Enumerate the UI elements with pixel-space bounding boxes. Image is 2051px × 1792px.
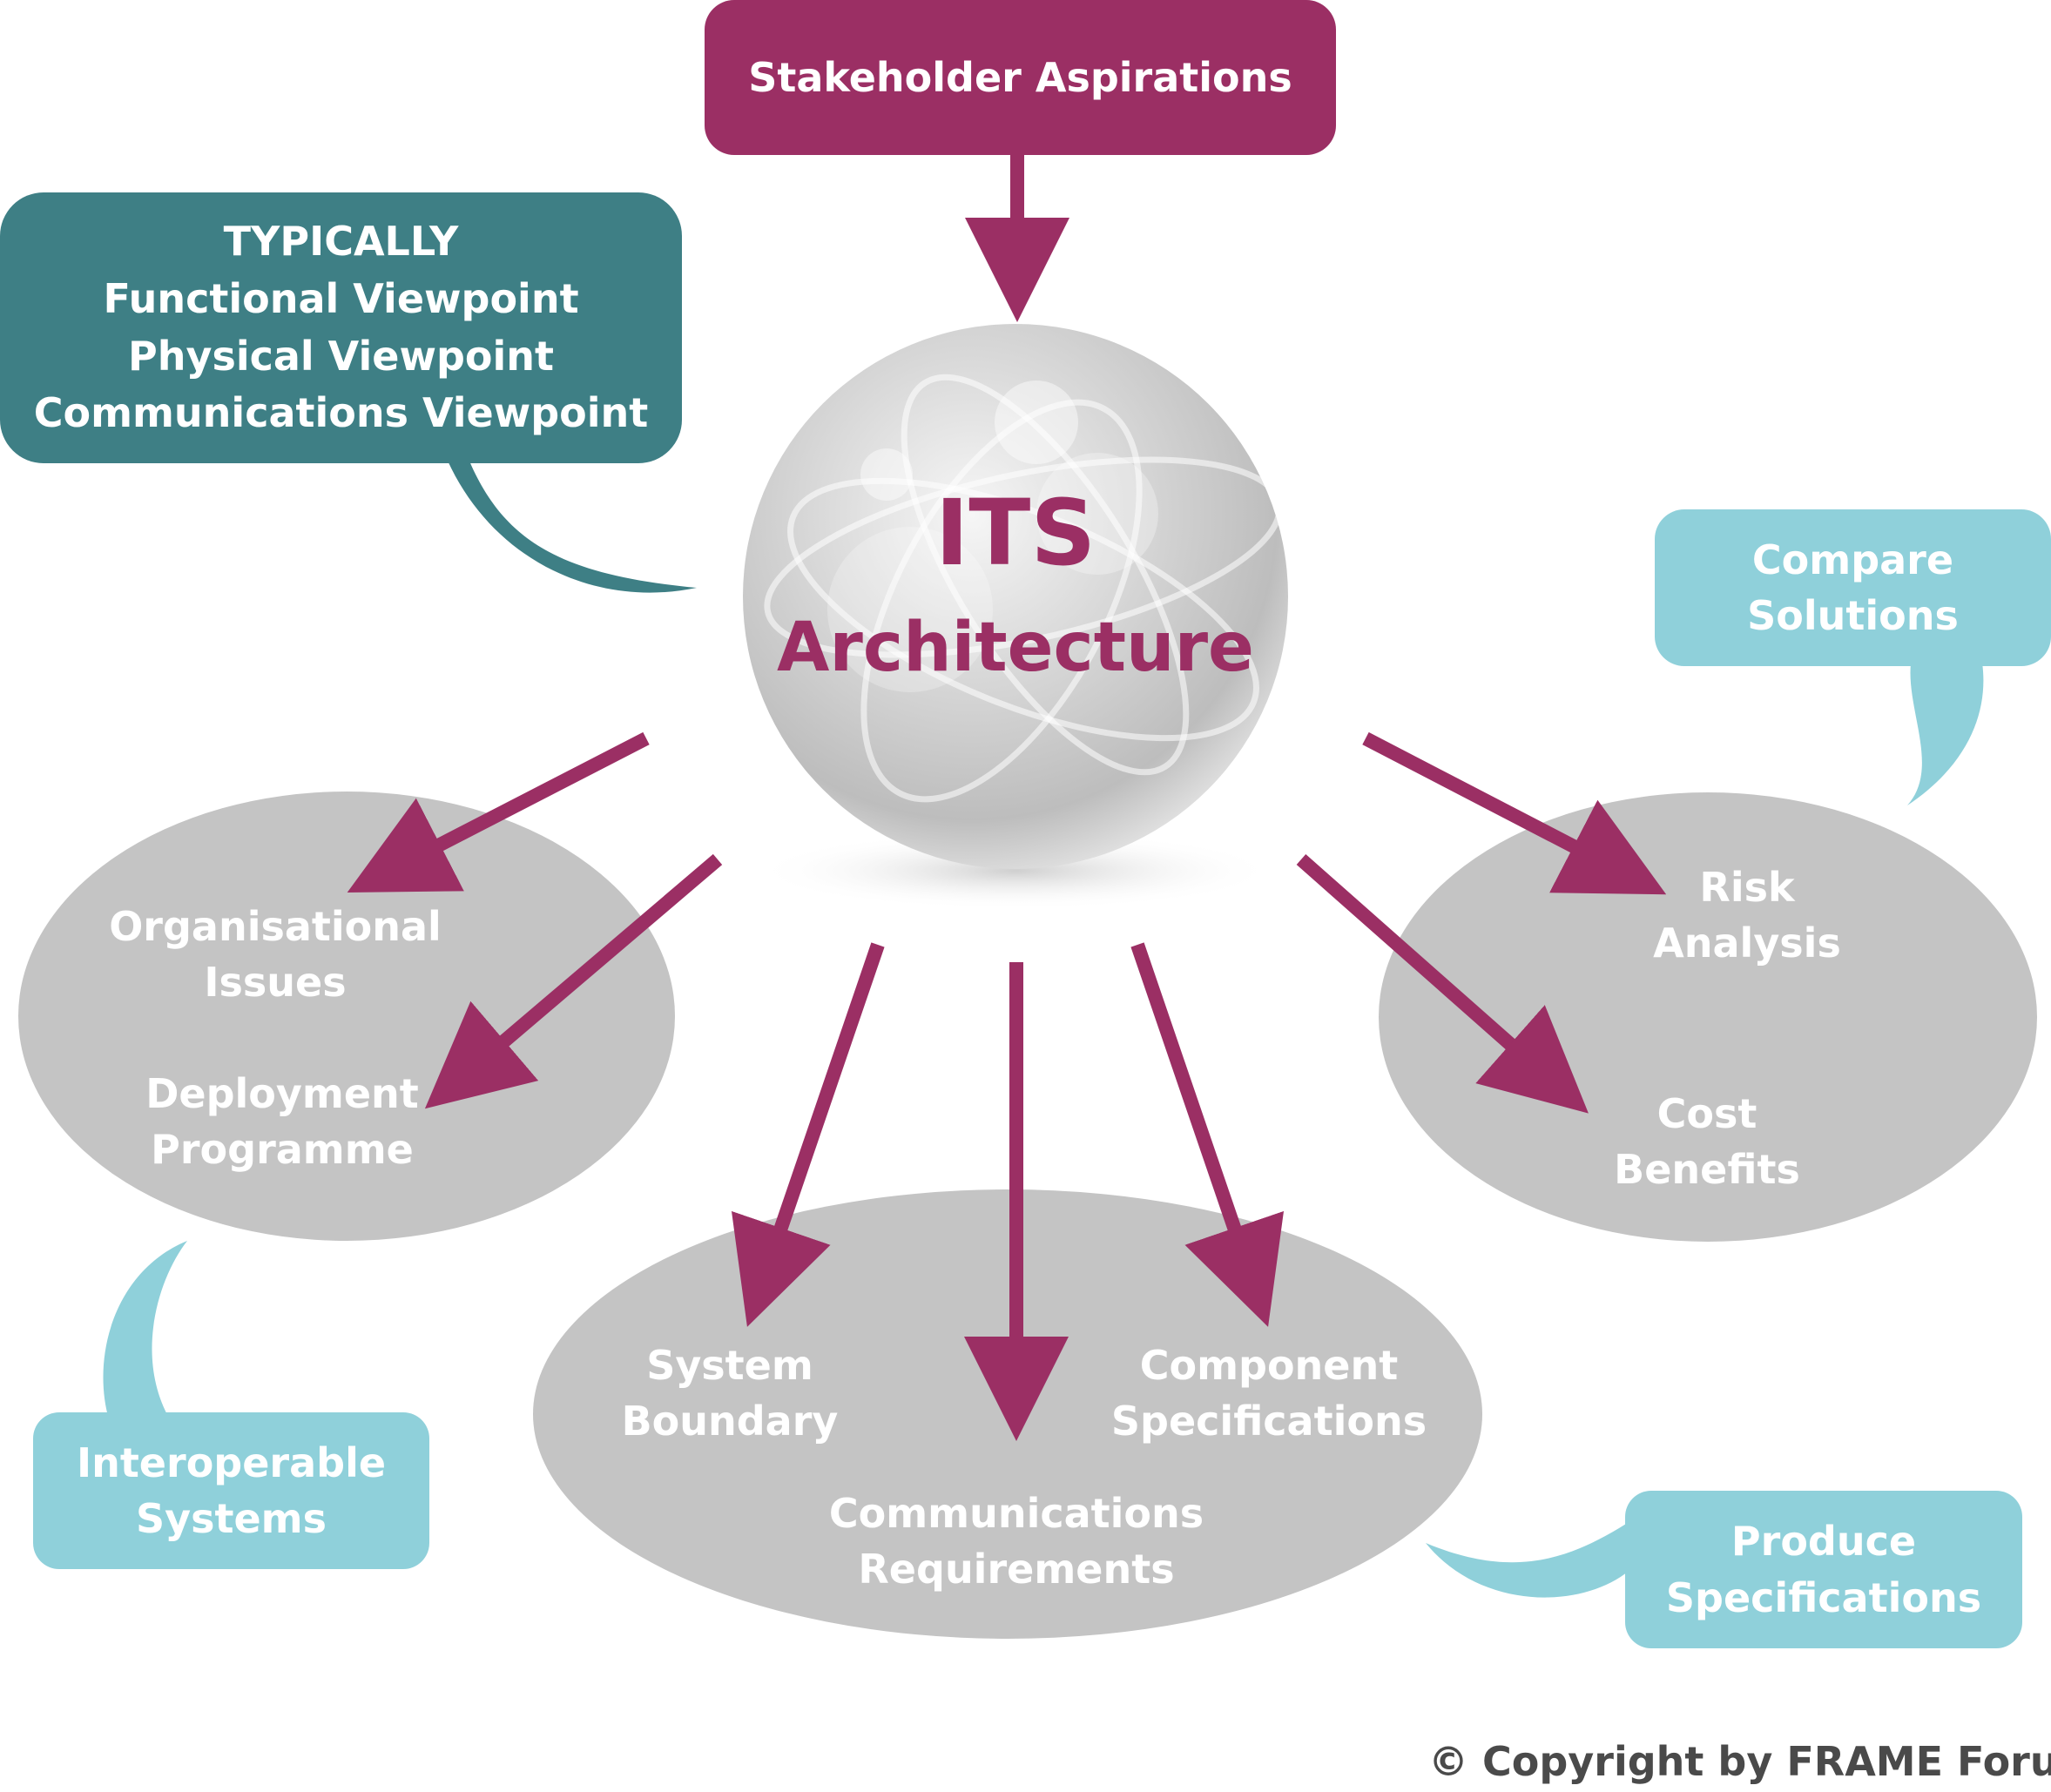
center-title-architecture: Architecture bbox=[777, 609, 1254, 687]
arrow-deployment bbox=[424, 853, 723, 1109]
copyright: © Copyright by FRAME Forum bbox=[1428, 1738, 2051, 1785]
left-oval bbox=[18, 792, 675, 1241]
arrow-risk bbox=[1362, 731, 1667, 895]
sphere-highlights bbox=[827, 381, 1158, 692]
deployment-programme: Deployment Programme bbox=[145, 1070, 419, 1174]
component-specifications: Component Specifications bbox=[1110, 1342, 1427, 1445]
interoperable-text: Interoperable Systems bbox=[76, 1438, 387, 1542]
cost-benefits: Cost Benefits bbox=[1614, 1090, 1800, 1194]
system-boundary: System Boundary bbox=[621, 1342, 839, 1445]
organisational-issues: Organisational Issues bbox=[109, 903, 442, 1007]
arrow-cost bbox=[1296, 854, 1589, 1114]
right-oval bbox=[1379, 792, 2037, 1242]
communications-requirements: Communications Requirements bbox=[828, 1490, 1204, 1593]
interoperable-bubble: Interoperable Systems bbox=[33, 1412, 429, 1569]
viewpoints-text: TYPICALLY Functional Viewpoint Physical … bbox=[33, 217, 649, 437]
compare-text: Compare Solutions bbox=[1747, 536, 1959, 639]
arrows bbox=[347, 155, 1667, 1441]
center-title-its: ITS bbox=[934, 480, 1096, 586]
compare-bubble-tail bbox=[1907, 657, 1984, 805]
arrow-system-boundary bbox=[731, 942, 885, 1327]
interoperable-bubble-tail bbox=[103, 1241, 187, 1419]
produce-bubble-tail bbox=[1426, 1519, 1633, 1598]
compare-bubble: Compare Solutions bbox=[1655, 509, 2051, 666]
stakeholder-box: Stakeholder Aspirations bbox=[705, 0, 1336, 155]
viewpoints-bubble-tail bbox=[444, 453, 697, 593]
sphere-shadow bbox=[754, 832, 1277, 910]
produce-bubble: Produce Specifications bbox=[1625, 1491, 2022, 1648]
produce-text: Produce Specifications bbox=[1665, 1518, 1982, 1621]
viewpoints-bubble: TYPICALLY Functional Viewpoint Physical … bbox=[0, 192, 682, 463]
stakeholder-label: Stakeholder Aspirations bbox=[748, 53, 1292, 101]
sphere-orbits bbox=[764, 374, 1283, 803]
risk-analysis: Risk Analysis bbox=[1653, 864, 1841, 967]
arrow-organisational bbox=[347, 731, 650, 893]
arrow-component bbox=[1130, 942, 1285, 1327]
